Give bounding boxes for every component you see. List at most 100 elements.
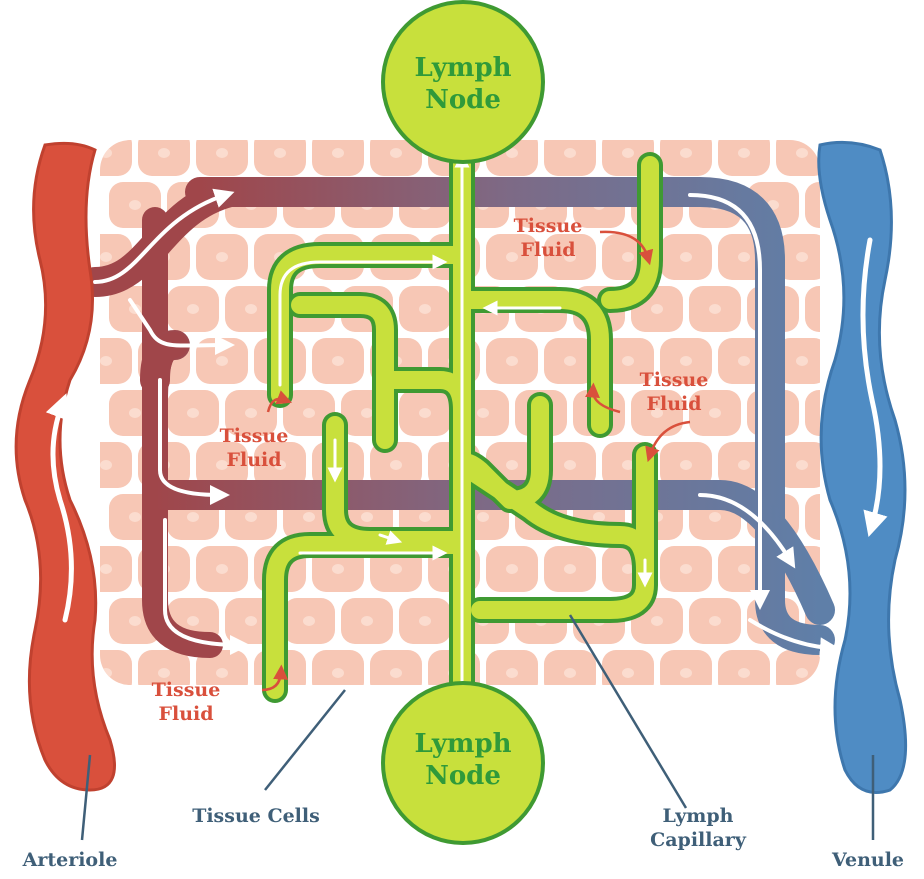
tissue-cell-nucleus xyxy=(506,252,518,262)
tissue-fluid-label-line2: Fluid xyxy=(646,393,701,415)
tissue-cell-nucleus xyxy=(564,460,576,470)
tissue-cell-nucleus xyxy=(419,616,431,626)
tissue-cell-nucleus xyxy=(680,252,692,262)
tissue-cell xyxy=(631,702,683,748)
lymph-node-top-line1: Lymph xyxy=(414,53,511,83)
tissue-cell-nucleus xyxy=(100,460,112,470)
tissue-cell-nucleus xyxy=(651,304,663,314)
tissue-cell-nucleus xyxy=(419,512,431,522)
lymph-capillary-label-line2: Capillary xyxy=(650,829,747,851)
tissue-cell-nucleus xyxy=(245,720,257,730)
tissue-cell-nucleus xyxy=(100,356,112,366)
tissue-cell-nucleus xyxy=(564,668,576,678)
tissue-cell-nucleus xyxy=(680,564,692,574)
tissue-cell-nucleus xyxy=(216,148,228,158)
tissue-cell xyxy=(573,702,625,748)
tissue-cell-nucleus xyxy=(796,252,808,262)
tissue-cell-nucleus xyxy=(332,148,344,158)
tissue-cell xyxy=(225,702,277,748)
tissue-cell-nucleus xyxy=(622,252,634,262)
tissue-cell-nucleus xyxy=(825,304,837,314)
tissue-cell-nucleus xyxy=(738,252,750,262)
tissue-fluid-label: Tissue Fluid xyxy=(152,679,221,725)
tissue-cells-label: Tissue Cells xyxy=(192,805,320,827)
tissue-cell-nucleus xyxy=(129,720,141,730)
tissue-cell-nucleus xyxy=(245,304,257,314)
tissue-cell-nucleus xyxy=(738,460,750,470)
tissue-fluid-label-line2: Fluid xyxy=(158,703,213,725)
tissue-cell-nucleus xyxy=(361,616,373,626)
tissue-cell-nucleus xyxy=(593,720,605,730)
tissue-fluid-label-line2: Fluid xyxy=(226,449,281,471)
tissue-cell-nucleus xyxy=(187,616,199,626)
tissue-cell-nucleus xyxy=(303,616,315,626)
tissue-cell-nucleus xyxy=(709,720,721,730)
leader-line-tissue-cells xyxy=(265,690,345,790)
lymph-node-top-line2: Node xyxy=(425,85,501,115)
tissue-cell-nucleus xyxy=(738,668,750,678)
tissue-cell-nucleus xyxy=(651,720,663,730)
tissue-cell xyxy=(109,702,161,748)
tissue-cell-nucleus xyxy=(390,668,402,678)
tissue-cell-nucleus xyxy=(303,512,315,522)
tissue-cell-nucleus xyxy=(883,304,895,314)
tissue-cell-nucleus xyxy=(332,564,344,574)
tissue-cell xyxy=(747,702,799,748)
tissue-cell-nucleus xyxy=(477,408,489,418)
tissue-fluid-label-line1: Tissue xyxy=(514,215,583,237)
tissue-cell-nucleus xyxy=(796,668,808,678)
tissue-cell-nucleus xyxy=(680,668,692,678)
tissue-cell-nucleus xyxy=(361,408,373,418)
tissue-cell-nucleus xyxy=(129,200,141,210)
tissue-cell-nucleus xyxy=(680,148,692,158)
tissue-cell-nucleus xyxy=(187,408,199,418)
tissue-cell-nucleus xyxy=(477,512,489,522)
tissue-cell-nucleus xyxy=(796,460,808,470)
arteriole-vessel xyxy=(16,143,114,790)
tissue-cell-nucleus xyxy=(129,512,141,522)
tissue-cell-nucleus xyxy=(390,460,402,470)
arteriole-label: Arteriole xyxy=(22,849,118,871)
lymph-node-bottom-line1: Lymph xyxy=(414,729,511,759)
tissue-cell-nucleus xyxy=(419,304,431,314)
tissue-cell-nucleus xyxy=(245,616,257,626)
tissue-cell-nucleus xyxy=(187,304,199,314)
tissue-cell-nucleus xyxy=(245,512,257,522)
tissue-fluid-label-line1: Tissue xyxy=(640,369,709,391)
lymph-node-top: Lymph Node xyxy=(383,2,543,162)
tissue-cell-nucleus xyxy=(390,564,402,574)
tissue-cell-nucleus xyxy=(506,564,518,574)
tissue-cell-nucleus xyxy=(361,512,373,522)
tissue-cell-nucleus xyxy=(709,408,721,418)
tissue-cell-nucleus xyxy=(245,408,257,418)
tissue-cell-nucleus xyxy=(709,304,721,314)
tissue-cell-nucleus xyxy=(564,148,576,158)
tissue-cell-nucleus xyxy=(129,408,141,418)
tissue-cell-nucleus xyxy=(593,512,605,522)
tissue-cell-nucleus xyxy=(738,564,750,574)
tissue-cell-nucleus xyxy=(332,668,344,678)
tissue-cell-nucleus xyxy=(709,616,721,626)
tissue-cell-nucleus xyxy=(158,148,170,158)
tissue-cell-nucleus xyxy=(216,252,228,262)
tissue-cell-nucleus xyxy=(419,408,431,418)
tissue-cell-nucleus xyxy=(216,668,228,678)
tissue-cell-nucleus xyxy=(100,564,112,574)
tissue-cell-nucleus xyxy=(622,668,634,678)
tissue-cell-nucleus xyxy=(100,668,112,678)
tissue-cell-nucleus xyxy=(796,148,808,158)
tissue-cell-nucleus xyxy=(651,616,663,626)
tissue-cell-nucleus xyxy=(622,148,634,158)
tissue-cell-nucleus xyxy=(100,252,112,262)
tissue-cell-nucleus xyxy=(216,564,228,574)
tissue-cell-nucleus xyxy=(680,460,692,470)
tissue-cell-nucleus xyxy=(564,564,576,574)
tissue-cell-nucleus xyxy=(158,668,170,678)
tissue-cell-nucleus xyxy=(506,460,518,470)
lymph-node-bottom: Lymph Node xyxy=(383,683,543,843)
tissue-cell-nucleus xyxy=(187,512,199,522)
tissue-cell-nucleus xyxy=(738,148,750,158)
tissue-cell-nucleus xyxy=(709,512,721,522)
tissue-fluid-label-line1: Tissue xyxy=(152,679,221,701)
